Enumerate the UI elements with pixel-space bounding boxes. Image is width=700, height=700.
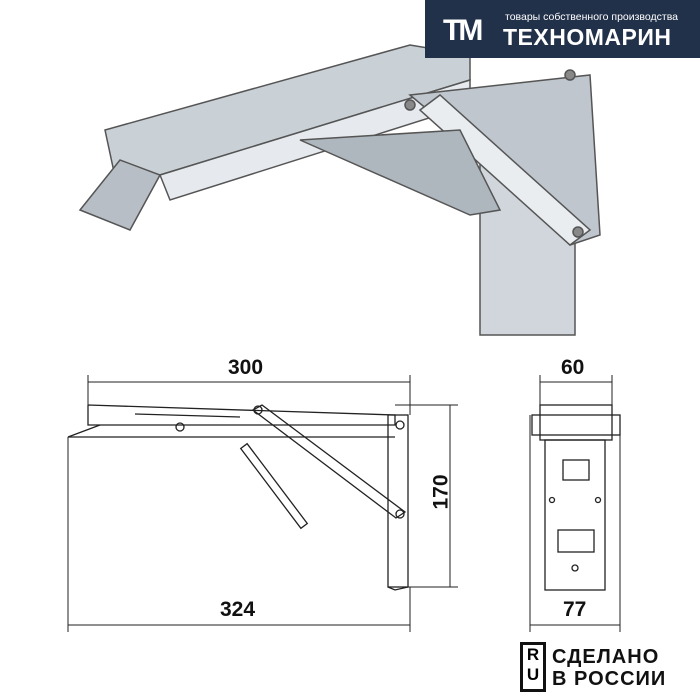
- brand-tagline: товары собственного производства: [505, 11, 678, 23]
- bracket-3d-render: [78, 44, 601, 336]
- brand-banner: ТМ товары собственного производства ТЕХН…: [425, 0, 700, 58]
- bracket-front-view: [531, 404, 621, 591]
- dim-width-bottom: 77: [563, 598, 587, 621]
- brand-logo: ТМ: [443, 14, 483, 47]
- made-in-line1: СДЕЛАНО: [552, 646, 660, 668]
- dimension-lines: [67, 375, 621, 632]
- bracket-side-view: [67, 404, 409, 591]
- dim-height: 170: [429, 474, 453, 510]
- dim-width-top: 60: [561, 356, 585, 379]
- made-in-line2: В РОССИИ: [552, 668, 667, 690]
- dim-length-bottom: 324: [220, 598, 256, 621]
- brand-name: ТЕХНОМАРИН: [503, 24, 672, 50]
- dim-length-top: 300: [228, 356, 264, 379]
